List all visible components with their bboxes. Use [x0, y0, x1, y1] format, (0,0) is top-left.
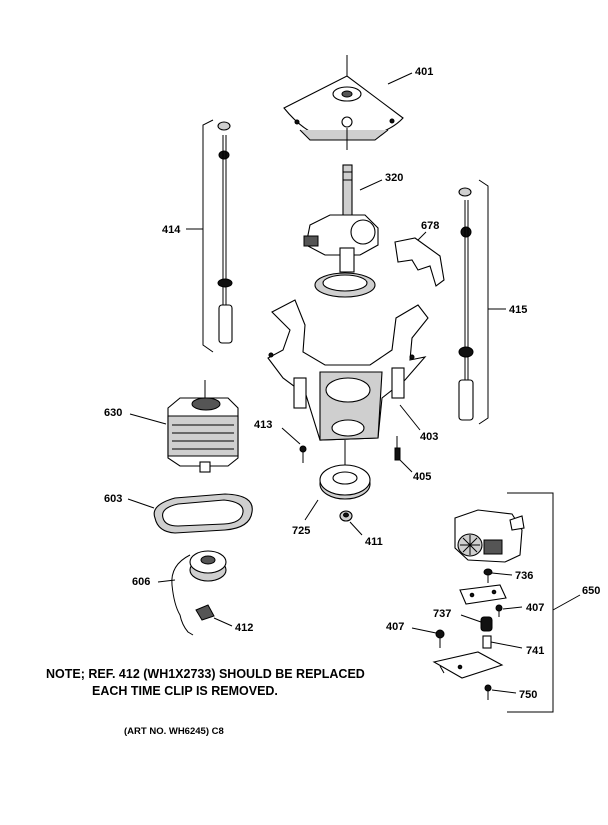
- part-413-bolt: [299, 445, 307, 463]
- part-405-bolt: [394, 436, 401, 461]
- label-736: 736: [515, 570, 533, 582]
- part-741-spacer: [482, 635, 492, 649]
- part-603-belt: [153, 493, 253, 534]
- label-606: 606: [132, 576, 150, 588]
- label-750: 750: [519, 689, 537, 701]
- label-603: 603: [104, 493, 122, 505]
- label-630: 630: [104, 407, 122, 419]
- label-678: 678: [421, 220, 439, 232]
- part-pump-bracket: [432, 651, 504, 679]
- part-403-mounting-frame: [267, 299, 429, 441]
- part-737-grommet: [480, 616, 493, 632]
- part-407-screw-right: [495, 604, 503, 617]
- label-403: 403: [420, 431, 438, 443]
- part-mounting-plate: [459, 584, 507, 605]
- note-line-1: NOTE; REF. 412 (WH1X2733) SHOULD BE REPL…: [46, 667, 365, 681]
- part-606-motor-pulley: [189, 550, 227, 582]
- part-725-pulley: [319, 440, 371, 500]
- label-725: 725: [292, 525, 310, 537]
- part-750-screw: [484, 684, 492, 700]
- part-407-screw-left: [435, 629, 445, 648]
- label-405: 405: [413, 471, 431, 483]
- label-407-right: 407: [526, 602, 544, 614]
- part-411-nut: [339, 510, 353, 522]
- part-678-bracket: [394, 237, 445, 287]
- part-412-clip: [195, 604, 215, 621]
- part-pump-assembly: [454, 509, 525, 563]
- part-414-suspension-rod: [202, 119, 233, 353]
- label-413: 413: [254, 419, 272, 431]
- label-650: 650: [582, 585, 600, 597]
- part-736-fastener: [483, 568, 493, 583]
- label-741: 741: [526, 645, 544, 657]
- label-401: 401: [415, 66, 433, 78]
- part-401-cover: [283, 55, 404, 150]
- label-320: 320: [385, 172, 403, 184]
- note-line-2: EACH TIME CLIP IS REMOVED.: [92, 684, 278, 698]
- label-414: 414: [162, 224, 181, 236]
- part-630-motor: [167, 380, 239, 473]
- label-411: 411: [365, 536, 383, 548]
- label-407-left: 407: [386, 621, 404, 633]
- part-415-suspension-rod: [458, 179, 489, 425]
- art-number: (ART NO. WH6245) C8: [124, 726, 224, 737]
- part-320-transmission: [303, 164, 379, 298]
- label-415: 415: [509, 304, 527, 316]
- label-737: 737: [433, 608, 451, 620]
- label-412: 412: [235, 622, 253, 634]
